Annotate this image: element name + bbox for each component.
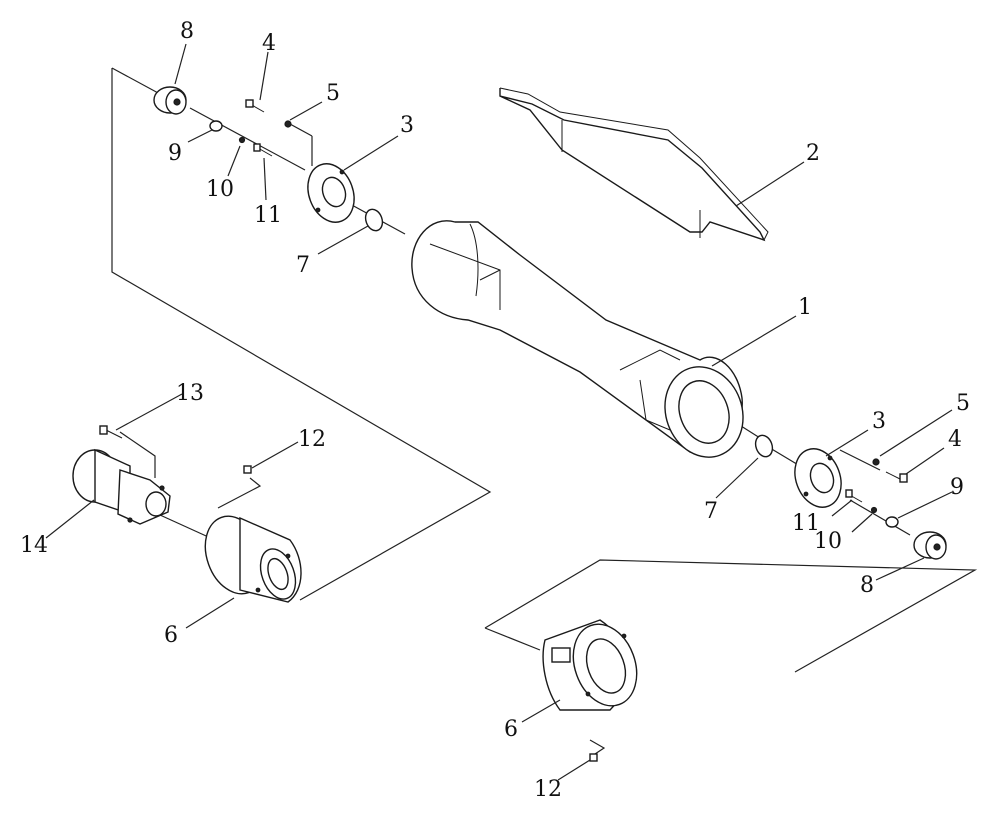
callout-11-lower: 11 [792, 511, 820, 536]
part-motor [72, 448, 171, 525]
part-housing-right [542, 619, 638, 711]
callout-4-upper: 4 [262, 31, 276, 56]
callout-7-lower: 7 [704, 499, 718, 524]
callout-6-right: 6 [504, 717, 518, 742]
part-flange-upper [307, 163, 355, 223]
callout-4-lower: 4 [948, 427, 962, 452]
part-washers-screws [99, 99, 908, 762]
callout-3-upper: 3 [400, 113, 414, 138]
callout-9-upper: 9 [168, 141, 182, 166]
leader-lines [45, 43, 953, 781]
callout-9-lower: 9 [950, 475, 964, 500]
callout-12-left: 12 [298, 427, 326, 452]
assembly-lines [111, 67, 978, 757]
callout-labels: 8 4 5 3 9 10 11 7 2 1 3 5 4 9 7 11 10 8 … [20, 19, 970, 802]
callout-11-upper: 11 [254, 203, 282, 228]
callout-6-left: 6 [164, 623, 178, 648]
part-main-tube [411, 220, 744, 458]
callout-10-upper: 10 [206, 177, 234, 202]
part-flat-bar [499, 87, 769, 242]
callout-10-lower: 10 [814, 529, 842, 554]
callout-8-upper: 8 [180, 19, 194, 44]
callout-12-right: 12 [534, 777, 562, 802]
part-housing-left [204, 515, 302, 603]
callout-13: 13 [176, 381, 204, 406]
callout-5-upper: 5 [326, 81, 340, 106]
part-flange-lower [794, 448, 842, 508]
callout-7-upper: 7 [296, 253, 310, 278]
part-gear [153, 86, 947, 560]
part-ring [364, 208, 774, 458]
callout-3-lower: 3 [872, 409, 886, 434]
callout-2: 2 [806, 141, 820, 166]
callout-8-lower: 8 [860, 573, 874, 598]
callout-1: 1 [798, 295, 812, 320]
callout-14: 14 [20, 533, 48, 558]
callout-5-lower: 5 [956, 391, 970, 416]
